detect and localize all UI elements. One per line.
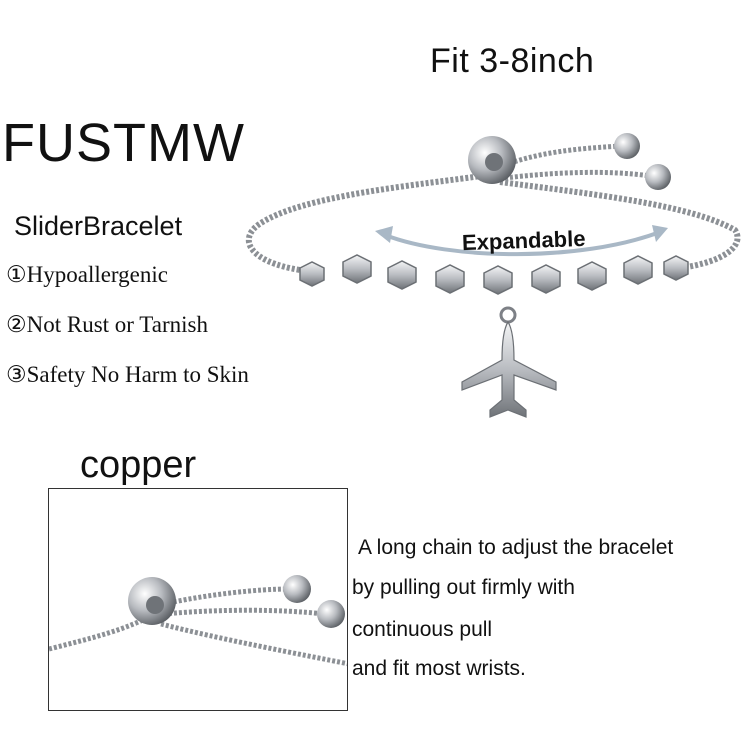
fit-size-label: Fit 3-8inch — [430, 42, 595, 80]
chain-tail-1 — [504, 143, 621, 168]
feature-no-rust: ②Not Rust or Tarnish — [6, 312, 208, 337]
expandable-label: Expandable — [461, 225, 586, 256]
end-ball-1 — [614, 133, 640, 159]
description-line-4: and fit most wrists. — [352, 657, 526, 680]
feature-skin-safe: ③Safety No Harm to Skin — [6, 362, 249, 387]
description-line-2: by pulling out firmly with — [352, 576, 575, 599]
chain-right — [499, 179, 741, 271]
slider-detail-illustration — [49, 575, 347, 667]
hex-links — [299, 254, 689, 295]
product-subtitle: SliderBracelet — [14, 211, 183, 241]
slider-detail-image — [48, 488, 348, 711]
material-label: copper — [80, 444, 197, 486]
chain-tail-2 — [504, 169, 651, 181]
airplane-charm-icon — [461, 306, 557, 418]
feature-hypoallergenic: ①Hypoallergenic — [6, 262, 168, 287]
expandable-arrow — [384, 230, 661, 257]
end-ball-2 — [645, 164, 671, 190]
description-line-1: A long chain to adjust the bracelet — [358, 536, 674, 559]
chain-left — [245, 172, 489, 273]
brand-name: FUSTMW — [2, 113, 245, 173]
bracelet-illustration — [245, 133, 741, 418]
description-line-3: continuous pull — [352, 618, 493, 641]
